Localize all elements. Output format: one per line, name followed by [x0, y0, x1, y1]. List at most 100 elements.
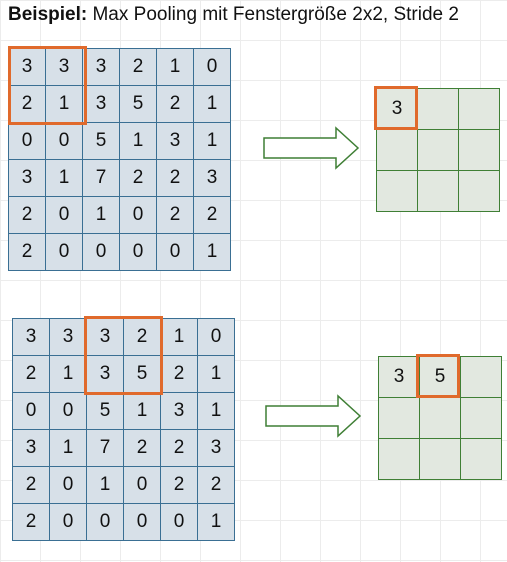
matrix-row	[378, 397, 502, 439]
matrix-cell: 1	[82, 196, 120, 234]
matrix-cell: 0	[82, 233, 120, 271]
matrix-cell	[417, 129, 459, 171]
matrix-cell: 1	[193, 122, 231, 160]
matrix-row: 3	[376, 88, 500, 130]
matrix-cell	[378, 438, 420, 480]
matrix-cell: 0	[193, 48, 231, 86]
matrix-cell: 0	[45, 233, 83, 271]
matrix-cell: 3	[86, 318, 124, 356]
matrix-cell: 2	[156, 196, 194, 234]
matrix-cell: 2	[123, 429, 161, 467]
matrix-cell: 1	[49, 429, 87, 467]
matrix-cell: 3	[160, 392, 198, 430]
matrix-cell: 0	[156, 233, 194, 271]
matrix-cell: 1	[119, 122, 157, 160]
matrix-cell: 2	[8, 196, 46, 234]
matrix-cell	[417, 170, 459, 212]
matrix-cell: 1	[197, 392, 235, 430]
title-text: Max Pooling mit Fenstergröße 2x2, Stride…	[87, 4, 459, 25]
matrix-cell: 2	[160, 355, 198, 393]
matrix-cell: 3	[12, 429, 50, 467]
matrix-cell: 2	[119, 48, 157, 86]
matrix-cell: 0	[86, 503, 124, 541]
matrix-cell: 1	[86, 466, 124, 504]
matrix-cell: 7	[86, 429, 124, 467]
matrix-cell: 5	[123, 355, 161, 393]
matrix-cell: 0	[123, 503, 161, 541]
matrix-cell: 1	[197, 503, 235, 541]
matrix-cell: 0	[119, 233, 157, 271]
output-cell-highlight	[374, 86, 418, 130]
matrix-cell: 1	[193, 233, 231, 271]
matrix-cell	[460, 438, 502, 480]
matrix-cell: 2	[197, 466, 235, 504]
matrix-cell: 5	[86, 392, 124, 430]
matrix-cell: 2	[156, 159, 194, 197]
matrix-cell: 0	[123, 466, 161, 504]
matrix-cell: 1	[45, 85, 83, 123]
matrix-cell	[458, 129, 500, 171]
page-title: Beispiel: Max Pooling mit Fenstergröße 2…	[8, 4, 459, 26]
pooling-window-highlight	[84, 316, 163, 395]
matrix-cell: 0	[49, 503, 87, 541]
matrix-cell: 2	[12, 466, 50, 504]
matrix-cell: 0	[8, 122, 46, 160]
matrix-cell: 1	[160, 318, 198, 356]
matrix-cell	[458, 88, 500, 130]
matrix-cell: 2	[8, 233, 46, 271]
matrix-cell: 3	[193, 159, 231, 197]
matrix-cell: 3	[8, 48, 46, 86]
matrix-cell: 3	[82, 48, 120, 86]
matrix-cell: 0	[160, 503, 198, 541]
matrix-cell	[458, 170, 500, 212]
matrix-cell: 2	[193, 196, 231, 234]
matrix-cell: 0	[197, 318, 235, 356]
matrix-cell: 0	[49, 392, 87, 430]
matrix-cell: 3	[8, 159, 46, 197]
matrix-cell: 2	[123, 318, 161, 356]
matrix-cell: 3	[45, 48, 83, 86]
matrix-cell: 5	[82, 122, 120, 160]
matrix-cell	[419, 438, 461, 480]
matrix-cell: 3	[49, 318, 87, 356]
matrix-cell: 3	[86, 355, 124, 393]
matrix-cell: 1	[123, 392, 161, 430]
matrix-cell: 2	[160, 466, 198, 504]
matrix-cell: 0	[45, 196, 83, 234]
matrix-row	[376, 129, 500, 171]
title-bold: Beispiel:	[8, 4, 88, 25]
matrix-cell: 1	[156, 48, 194, 86]
matrix-cell: 2	[156, 85, 194, 123]
matrix-cell: 2	[119, 159, 157, 197]
matrix-cell: 0	[45, 122, 83, 160]
matrix-cell	[376, 129, 418, 171]
matrix-cell: 7	[82, 159, 120, 197]
output-matrix-step1: 3	[376, 88, 500, 212]
matrix-cell	[419, 397, 461, 439]
matrix-cell: 5	[119, 85, 157, 123]
matrix-cell: 1	[193, 85, 231, 123]
matrix-cell: 3	[197, 429, 235, 467]
matrix-cell: 2	[160, 429, 198, 467]
matrix-cell	[376, 170, 418, 212]
matrix-cell: 0	[119, 196, 157, 234]
matrix-cell: 1	[45, 159, 83, 197]
matrix-cell: 3	[376, 88, 418, 130]
matrix-cell: 1	[197, 355, 235, 393]
output-cell-highlight	[416, 354, 460, 398]
matrix-cell	[417, 88, 459, 130]
right-arrow-icon	[265, 394, 362, 438]
matrix-cell	[460, 356, 502, 398]
matrix-cell: 3	[12, 318, 50, 356]
